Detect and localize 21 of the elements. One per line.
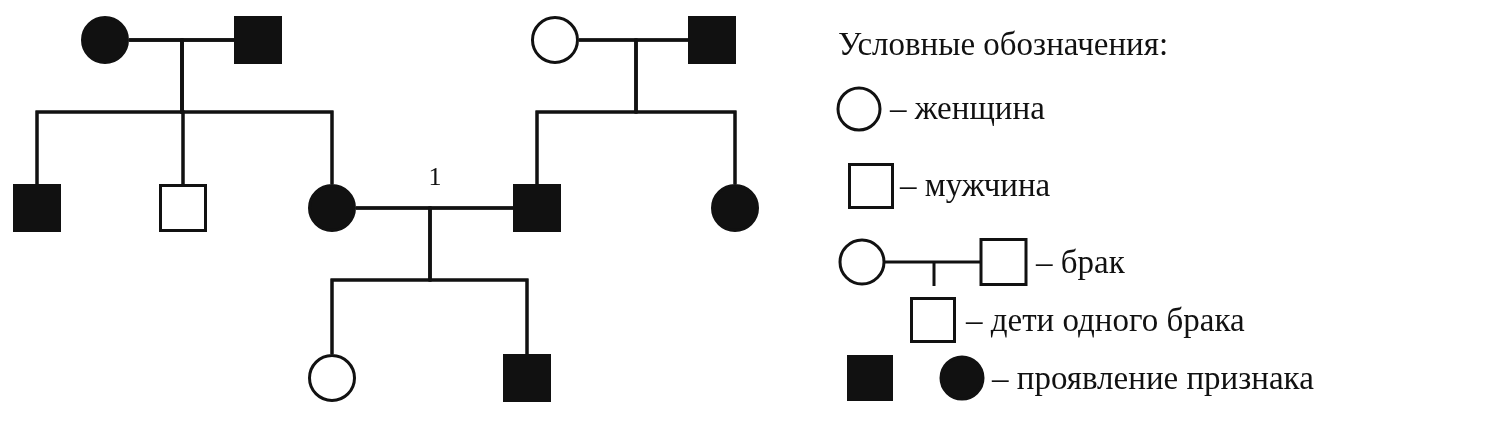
pedigree-square <box>159 184 207 232</box>
pedigree-square <box>688 16 736 64</box>
pedigree-square <box>503 354 551 402</box>
pedigree-circle <box>81 16 129 64</box>
pedigree-square <box>513 184 561 232</box>
legend-text: – брак <box>1036 246 1125 279</box>
connector-line <box>634 38 737 184</box>
pedigree-circle <box>308 184 356 232</box>
legend-text: – дети одного брака <box>966 304 1245 337</box>
connector-line <box>428 206 529 354</box>
connector-line <box>180 38 334 184</box>
edge-label: 1 <box>428 164 442 190</box>
legend-text: – проявление признака <box>992 362 1314 395</box>
legend-text: – женщина <box>890 92 1045 125</box>
legend-title: Условные обозначения: <box>838 28 1169 61</box>
pedigree-circle <box>711 184 759 232</box>
pedigree-circle <box>531 16 579 64</box>
pedigree-circle <box>308 354 356 402</box>
legend-text: – мужчина <box>900 169 1051 202</box>
pedigree-square <box>234 16 282 64</box>
pedigree-square <box>13 184 61 232</box>
